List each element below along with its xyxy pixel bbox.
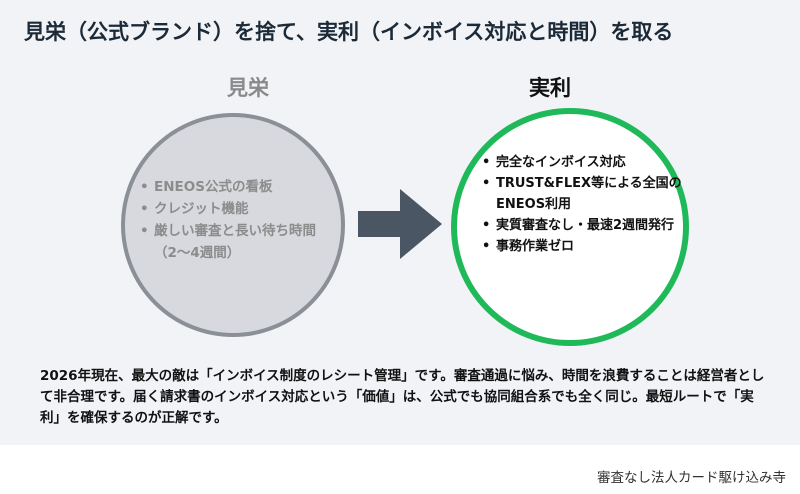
right-list-item: TRUST&FLEX等による全国のENEOS利用	[482, 173, 682, 215]
right-list-item: 事務作業ゼロ	[482, 236, 682, 257]
right-list: 完全なインボイス対応 TRUST&FLEX等による全国のENEOS利用 実質審査…	[482, 152, 682, 257]
page-title: 見栄（公式ブランド）を捨て、実利（インボイス対応と時間）を取る	[24, 20, 674, 44]
left-list-item: 厳しい審査と長い待ち時間（2〜4週間）	[140, 220, 340, 264]
summary-text: 2026年現在、最大の敵は「インボイス制度のレシート管理」です。審査通過に悩み、…	[40, 368, 765, 426]
right-arrow-icon	[358, 189, 442, 259]
left-list-item: ENEOS公式の看板	[140, 176, 340, 198]
right-list-item: 実質審査なし・最速2週間発行	[482, 215, 682, 236]
left-heading: 見栄	[227, 76, 269, 100]
right-heading: 実利	[529, 76, 571, 100]
footer-brand: 審査なし法人カード駆け込み寺	[597, 470, 786, 486]
diagram-panel: 見栄（公式ブランド）を捨て、実利（インボイス対応と時間）を取る 見栄 実利 EN…	[0, 0, 800, 445]
left-list-item: クレジット機能	[140, 198, 340, 220]
right-list-item: 完全なインボイス対応	[482, 152, 682, 173]
left-list: ENEOS公式の看板 クレジット機能 厳しい審査と長い待ち時間（2〜4週間）	[140, 176, 340, 264]
